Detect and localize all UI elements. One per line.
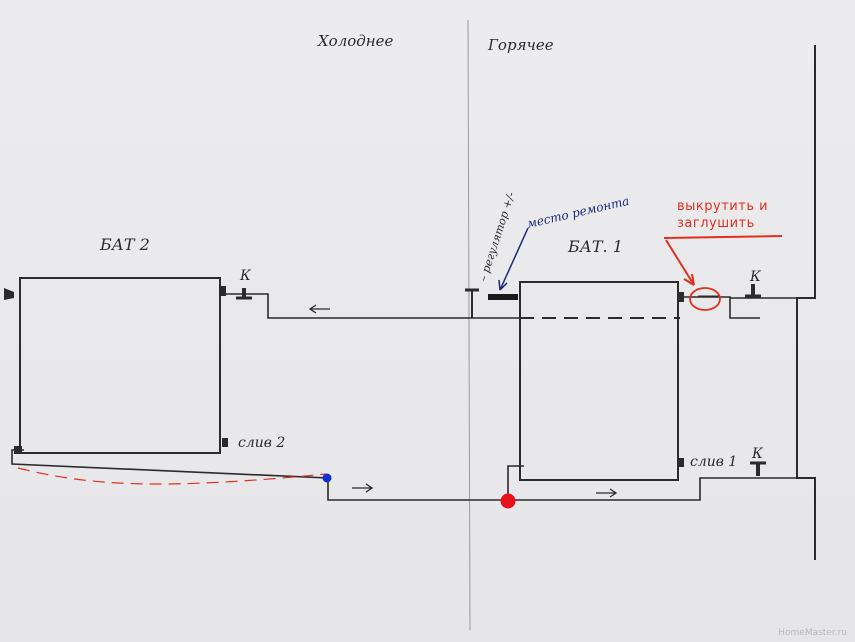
- supply-pipe-bat2: [226, 293, 520, 319]
- battery-2: [19, 277, 221, 454]
- note-underline: [663, 235, 783, 239]
- hot-side-label: Горячее: [487, 36, 554, 54]
- note-pointer-arrow: [665, 239, 695, 286]
- flow-arrow-left: [308, 304, 330, 314]
- flow-arrow-right-left: [352, 483, 374, 493]
- valve-k-bat2-label: К: [239, 268, 252, 284]
- proposed-bypass-dashed: [17, 467, 327, 485]
- repair-spot-label: место ремонта: [526, 194, 631, 231]
- repair-pointer-arrow: [498, 227, 529, 291]
- plug-highlight-ellipse: [689, 287, 721, 311]
- unscrew-plug-note-line2: заглушить: [677, 216, 755, 231]
- center-divider: [467, 19, 471, 631]
- return-pipe-bat1: [520, 477, 797, 501]
- cold-side-label: Холоднее: [317, 32, 394, 50]
- bat2-top-plug-icon: [220, 286, 226, 296]
- battery-1-label: БАТ. 1: [567, 237, 623, 256]
- battery-2-label: БАТ 2: [99, 235, 150, 254]
- repair-spot-marker: [488, 294, 518, 300]
- flow-arrow-right-bat1: [596, 488, 618, 498]
- drain-1-label: слив 1: [690, 454, 737, 470]
- drain-2-icon: [222, 438, 228, 447]
- supply-pipe-bat1: [684, 296, 760, 319]
- valve-k-bat1-top-label: К: [749, 269, 762, 285]
- battery-1: [519, 281, 679, 481]
- bat1-bottom-inlet: [507, 465, 524, 500]
- blue-junction-dot: [322, 473, 332, 483]
- red-junction-dot: [500, 493, 516, 509]
- unscrew-plug-note-line1: выкрутить и: [677, 199, 769, 214]
- valve-k-bat1-bottom-label: К: [751, 446, 764, 462]
- watermark: HomeMaster.ru: [778, 628, 847, 638]
- drain-1-icon: [678, 458, 684, 467]
- unscrew-plug-note: выкрутить и заглушить: [677, 198, 768, 232]
- regulator-label: – регулятор +/-: [476, 190, 517, 283]
- riser-pipe: [796, 45, 816, 560]
- air-vent-icon: [4, 288, 14, 300]
- bat2-bottom-plug-icon: [14, 446, 22, 454]
- return-pipe-bat2: [11, 449, 520, 501]
- drain-2-label: слив 2: [238, 435, 285, 451]
- bat1-top-plug-icon: [678, 292, 684, 302]
